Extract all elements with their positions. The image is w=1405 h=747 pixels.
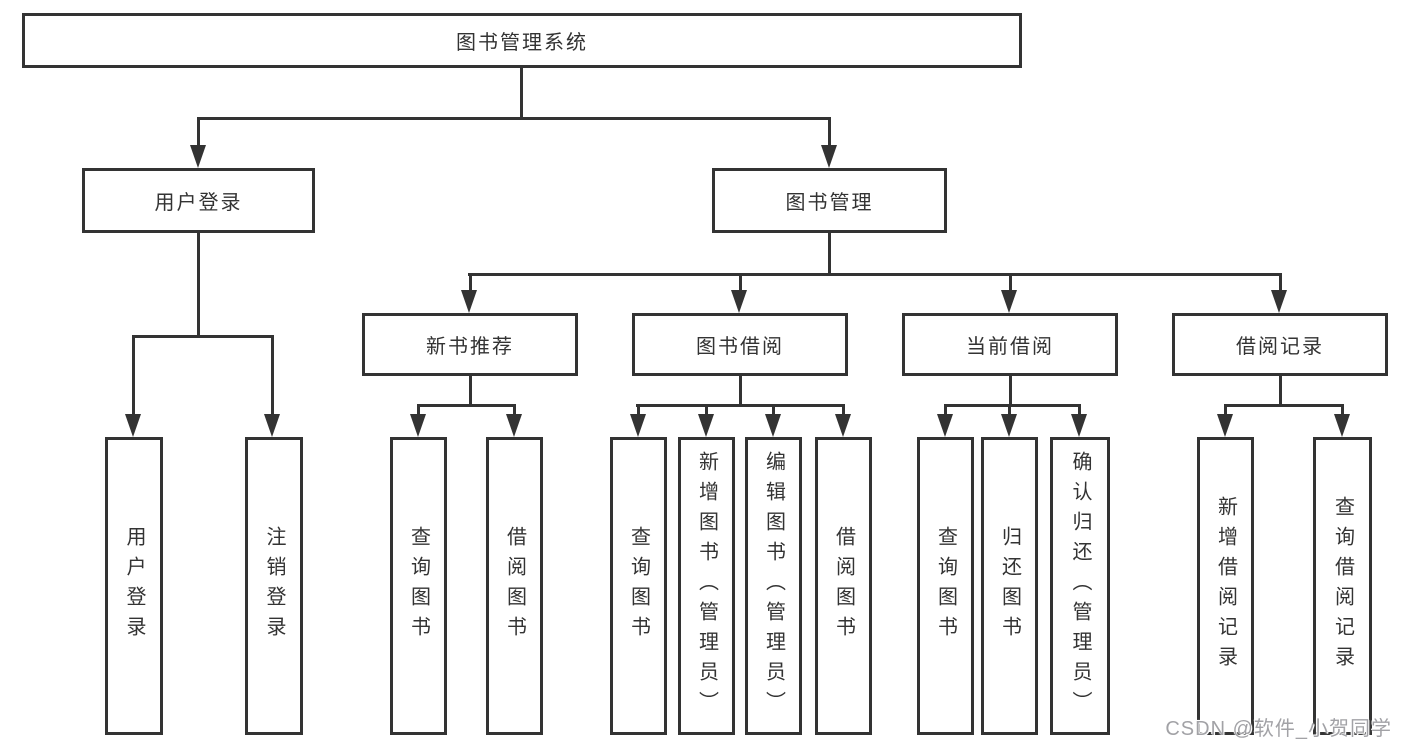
node-leaf-logout-label: 注销登录 xyxy=(263,526,285,646)
connector-level2-bar xyxy=(197,117,831,120)
connector-current-stem xyxy=(1009,374,1012,406)
arrow-to-br-query xyxy=(1334,414,1350,437)
arrow-to-user-login-leaf xyxy=(125,414,141,437)
node-borrowing-records-label: 借阅记录 xyxy=(1236,336,1324,358)
connector-bb-leaf2-drop xyxy=(705,404,708,416)
node-leaf-nr-query-books: 查询图书 xyxy=(390,437,447,735)
connector-new-rec-drop xyxy=(469,273,472,293)
connector-borrow-stem xyxy=(739,374,742,406)
node-leaf-bb-add-books-admin: 新增图书（管理员） xyxy=(678,437,735,735)
arrow-to-bb-edit xyxy=(765,414,781,437)
node-leaf-bb-add-books-admin-label: 新增图书（管理员） xyxy=(695,451,718,721)
node-leaf-cb-confirm-return-admin-label: 确认归还（管理员） xyxy=(1069,451,1091,721)
arrow-to-new-rec xyxy=(461,290,477,313)
arrow-to-current xyxy=(1001,290,1017,313)
node-leaf-logout: 注销登录 xyxy=(245,437,303,735)
connector-records-bar xyxy=(1224,404,1344,407)
connector-new-rec-bar xyxy=(417,404,516,407)
node-leaf-bb-borrow-books: 借阅图书 xyxy=(815,437,872,735)
csdn-watermark: CSDN @软件_小贺同学 xyxy=(1165,718,1392,740)
node-leaf-bb-edit-books-admin: 编辑图书（管理员） xyxy=(745,437,802,735)
node-current-borrowing: 当前借阅 xyxy=(902,313,1118,376)
node-user-login: 用户登录 xyxy=(82,168,315,233)
arrow-to-book-mgmt xyxy=(821,145,837,168)
node-new-book-recommend-label: 新书推荐 xyxy=(426,336,514,358)
node-book-management: 图书管理 xyxy=(712,168,947,233)
connector-user-login-bar xyxy=(132,335,274,338)
node-leaf-nr-borrow-books-label: 借阅图书 xyxy=(503,526,526,646)
node-user-login-label: 用户登录 xyxy=(154,192,243,214)
node-leaf-br-add-record: 新增借阅记录 xyxy=(1197,437,1254,735)
node-leaf-cb-return-books: 归还图书 xyxy=(981,437,1038,735)
connector-user-login-stem xyxy=(197,231,200,337)
connector-ul-leaf1-drop xyxy=(132,335,135,415)
connector-borrow-drop xyxy=(739,273,742,293)
arrow-to-bb-add xyxy=(698,414,714,437)
node-leaf-nr-query-books-label: 查询图书 xyxy=(407,526,430,646)
node-leaf-nr-borrow-books: 借阅图书 xyxy=(486,437,543,735)
connector-bb-leaf4-drop xyxy=(842,404,845,416)
connector-level3-bar xyxy=(468,273,1281,276)
arrow-to-bb-borrow xyxy=(835,414,851,437)
node-leaf-br-query-record: 查询借阅记录 xyxy=(1313,437,1372,735)
node-library-system-label: 图书管理系统 xyxy=(456,32,588,54)
connector-cb-leaf2-drop xyxy=(1008,404,1011,416)
node-leaf-bb-query-books-label: 查询图书 xyxy=(627,526,650,646)
node-book-borrowing: 图书借阅 xyxy=(632,313,848,376)
arrow-to-nr-borrow xyxy=(506,414,522,437)
node-leaf-bb-query-books: 查询图书 xyxy=(610,437,667,735)
connector-book-mgmt-drop xyxy=(828,117,831,147)
node-leaf-bb-borrow-books-label: 借阅图书 xyxy=(832,526,855,646)
node-book-borrowing-label: 图书借阅 xyxy=(696,336,784,358)
connector-ul-leaf2-drop xyxy=(271,335,274,415)
connector-nr-leaf1-drop xyxy=(417,404,420,416)
node-leaf-user-login: 用户登录 xyxy=(105,437,163,735)
arrow-to-br-add xyxy=(1217,414,1233,437)
connector-records-stem xyxy=(1279,374,1282,406)
node-book-management-label: 图书管理 xyxy=(785,192,874,214)
arrow-to-bb-query xyxy=(630,414,646,437)
node-leaf-user-login-label: 用户登录 xyxy=(123,526,145,646)
connector-user-login-drop xyxy=(197,117,200,147)
connector-br-leaf1-drop xyxy=(1224,404,1227,416)
node-leaf-cb-query-books-label: 查询图书 xyxy=(934,526,957,646)
connector-cb-leaf1-drop xyxy=(944,404,947,416)
connector-bb-leaf3-drop xyxy=(772,404,775,416)
arrow-to-cb-confirm xyxy=(1071,414,1087,437)
connector-current-drop xyxy=(1009,273,1012,293)
node-leaf-br-query-record-label: 查询借阅记录 xyxy=(1331,496,1354,676)
connector-current-bar xyxy=(944,404,1081,407)
arrow-to-cb-query xyxy=(937,414,953,437)
arrow-to-logout-leaf xyxy=(264,414,280,437)
connector-records-drop xyxy=(1279,273,1282,293)
node-leaf-cb-query-books: 查询图书 xyxy=(917,437,974,735)
connector-cb-leaf3-drop xyxy=(1078,404,1081,416)
arrow-to-records xyxy=(1271,290,1287,313)
node-library-system: 图书管理系统 xyxy=(22,13,1022,68)
node-leaf-cb-confirm-return-admin: 确认归还（管理员） xyxy=(1050,437,1110,735)
arrow-to-user-login xyxy=(190,145,206,168)
connector-borrow-bar xyxy=(636,404,845,407)
arrow-to-borrow xyxy=(731,290,747,313)
connector-br-leaf2-drop xyxy=(1341,404,1344,416)
node-leaf-cb-return-books-label: 归还图书 xyxy=(998,526,1021,646)
arrow-to-nr-query xyxy=(410,414,426,437)
connector-nr-leaf2-drop xyxy=(513,404,516,416)
connector-book-mgmt-stem xyxy=(828,231,831,275)
connector-root-stem xyxy=(520,66,523,120)
node-current-borrowing-label: 当前借阅 xyxy=(966,336,1054,358)
node-leaf-br-add-record-label: 新增借阅记录 xyxy=(1214,496,1237,676)
node-borrowing-records: 借阅记录 xyxy=(1172,313,1388,376)
connector-bb-leaf1-drop xyxy=(637,404,640,416)
node-new-book-recommend: 新书推荐 xyxy=(362,313,578,376)
arrow-to-cb-return xyxy=(1001,414,1017,437)
node-leaf-bb-edit-books-admin-label: 编辑图书（管理员） xyxy=(762,451,785,721)
connector-new-rec-stem xyxy=(469,374,472,406)
